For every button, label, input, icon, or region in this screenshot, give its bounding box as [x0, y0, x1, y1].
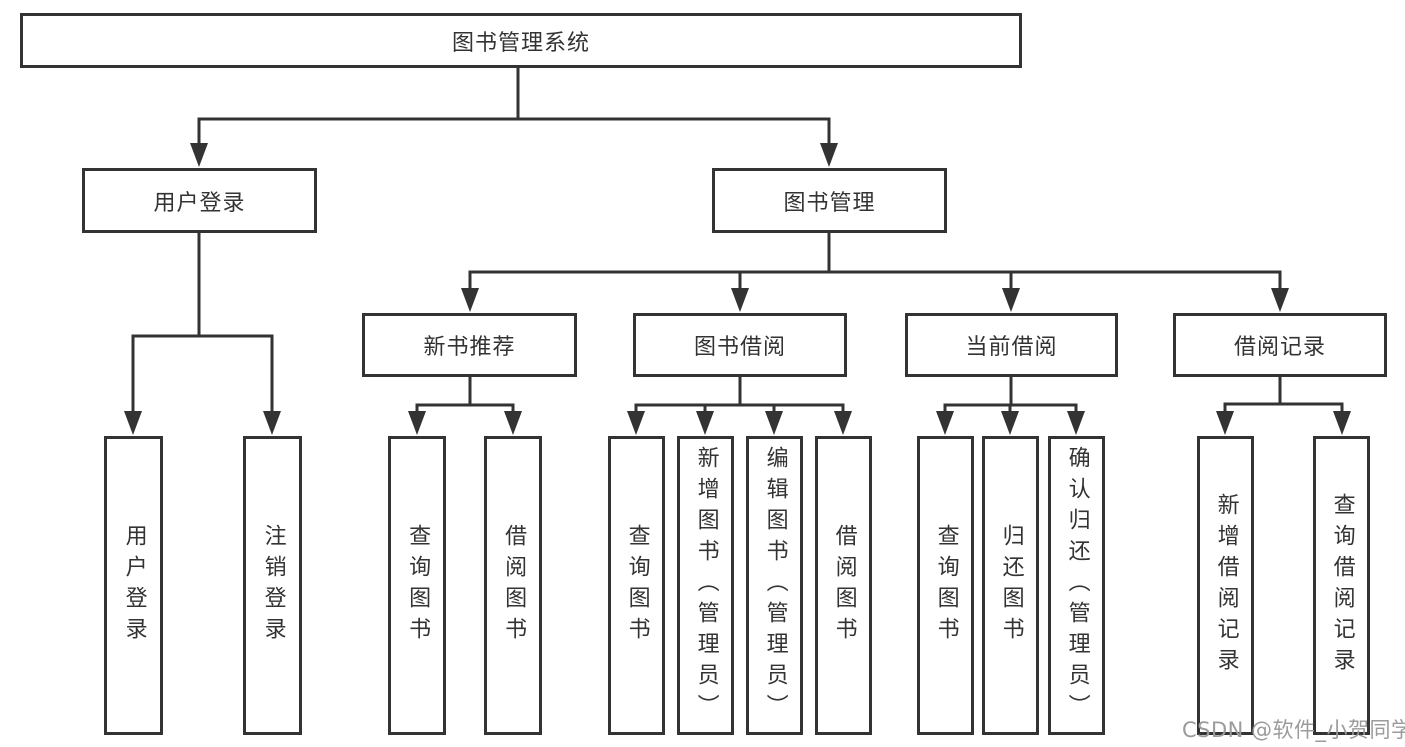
leaf-edit-books-admin: 编辑图书（管理员）: [746, 436, 803, 735]
leaf-confirm-return-admin: 确认归还（管理员）: [1048, 436, 1105, 735]
arrowheads: [124, 143, 1351, 435]
leaf-return-books: 归还图书: [982, 436, 1039, 735]
leaf-label: 编辑图书（管理员）: [762, 446, 788, 725]
csdn-watermark: CSDN @软件_小贺同学: [1182, 718, 1405, 742]
leaf-borrow-books: 借阅图书: [815, 436, 872, 735]
leaf-label: 借阅图书: [831, 523, 857, 648]
node-label: 图书借阅: [693, 335, 786, 360]
leaf-query-books-recommend: 查询图书: [388, 436, 446, 735]
leaf-label: 新增图书（管理员）: [693, 446, 719, 725]
node-library-management-system: 图书管理系统: [20, 13, 1022, 68]
node-label: 用户登录: [153, 190, 246, 216]
leaf-query-books-borrowing: 查询图书: [608, 436, 665, 735]
node-label: 借阅记录: [1233, 335, 1326, 360]
node-label: 图书管理系统: [451, 30, 590, 56]
leaf-user-login: 用户登录: [104, 436, 163, 735]
leaf-borrow-books-recommend: 借阅图书: [484, 436, 542, 735]
node-label: 新书推荐: [423, 335, 516, 360]
leaf-add-borrow-record: 新增借阅记录: [1197, 436, 1254, 735]
leaf-label: 新增借阅记录: [1213, 492, 1239, 679]
leaf-label: 归还图书: [998, 523, 1024, 648]
leaf-label: 注销登录: [260, 523, 286, 648]
leaf-label: 确认归还（管理员）: [1064, 446, 1090, 725]
node-label: 图书管理: [783, 190, 876, 216]
leaf-label: 借阅图书: [501, 523, 527, 648]
node-new-book-recommend: 新书推荐: [362, 313, 577, 377]
leaf-label: 查询图书: [933, 523, 959, 648]
leaf-label: 用户登录: [121, 523, 147, 648]
node-label: 当前借阅: [965, 335, 1058, 360]
leaf-label: 查询图书: [624, 523, 650, 648]
leaf-label: 查询借阅记录: [1329, 492, 1355, 679]
node-borrowing-records: 借阅记录: [1173, 313, 1387, 377]
leaf-query-borrow-record: 查询借阅记录: [1313, 436, 1370, 735]
leaf-query-books-current: 查询图书: [917, 436, 974, 735]
leaf-add-books-admin: 新增图书（管理员）: [677, 436, 734, 735]
node-book-borrowing: 图书借阅: [633, 313, 847, 377]
node-user-login: 用户登录: [82, 168, 317, 233]
leaf-label: 查询图书: [405, 523, 431, 648]
node-book-management: 图书管理: [712, 168, 947, 233]
leaf-logout: 注销登录: [243, 436, 302, 735]
node-current-borrowing: 当前借阅: [905, 313, 1118, 377]
